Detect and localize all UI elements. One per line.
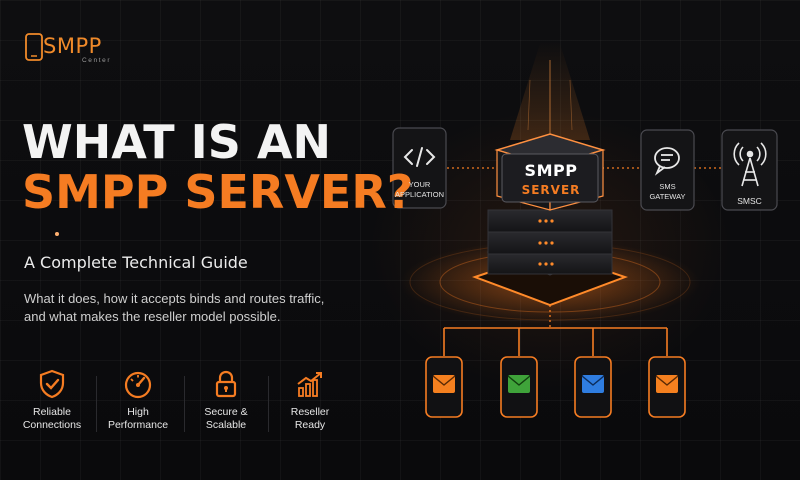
description: What it does, how it accepts binds and r… [24, 290, 324, 326]
server-stack [471, 133, 629, 307]
gateway-label: SMS GATEWAY [641, 182, 694, 202]
gateway-label-line: GATEWAY [649, 192, 686, 201]
feature-divider [268, 376, 269, 432]
gateway-label-line: SMS [659, 182, 676, 191]
gateway-box [640, 129, 695, 211]
description-line: and what makes the reseller model possib… [24, 309, 281, 324]
signal-tower-icon [733, 142, 767, 187]
server-unit [487, 253, 613, 275]
logo-phone-icon [25, 33, 43, 61]
code-brackets-icon [403, 147, 436, 167]
feature-reseller: Reseller Ready [266, 368, 354, 432]
phone-device [500, 356, 538, 418]
feature-label: Reseller [290, 406, 330, 418]
server-subtitle: SERVER [521, 183, 581, 197]
envelope-icon [433, 375, 455, 393]
description-line: What it does, how it accepts binds and r… [24, 291, 325, 306]
phone-device [648, 356, 686, 418]
feature-label: Performance [107, 419, 169, 431]
feature-label: Secure & [204, 406, 248, 418]
envelope-icon [656, 375, 678, 393]
headline-line-1: WHAT IS AN [22, 115, 332, 169]
subtitle: A Complete Technical Guide [24, 253, 248, 272]
app-label-line: YOUR [408, 180, 431, 189]
envelope-icon [508, 375, 530, 393]
envelope-icon [582, 375, 604, 393]
feature-reliable: Reliable Connections [8, 368, 96, 432]
feature-label: Reliable [33, 406, 71, 418]
padlock-icon [215, 370, 237, 398]
smsc-box [721, 129, 778, 211]
feature-label: High [127, 406, 149, 418]
title-divider [22, 232, 210, 236]
app-box [392, 127, 447, 209]
feature-performance: High Performance [94, 368, 182, 432]
logo-subtitle: Center [82, 57, 112, 64]
light-beam [510, 40, 590, 140]
shield-check-icon [39, 369, 65, 399]
speedometer-icon [124, 371, 152, 399]
server-unit [487, 231, 613, 255]
app-label: YOUR APPLICATION [393, 180, 446, 200]
distribution-lines [443, 327, 668, 356]
feature-secure: Secure & Scalable [182, 368, 270, 432]
server-top-cube [494, 133, 606, 211]
feature-label: Connections [22, 419, 82, 431]
connector-lines [447, 167, 722, 328]
server-title: SMPP [524, 161, 578, 180]
feature-divider [96, 376, 97, 432]
chat-bubble-icon [654, 147, 680, 176]
feature-divider [184, 376, 185, 432]
smsc-label: SMSC [737, 196, 762, 206]
headline-line-2: SMPP SERVER? [22, 165, 414, 219]
feature-label: Ready [294, 419, 326, 431]
feature-label: Scalable [205, 419, 247, 431]
phone-device [425, 356, 463, 418]
app-label-line: APPLICATION [394, 190, 445, 199]
logo-name: SMPP [43, 34, 102, 58]
growth-chart-icon [297, 372, 322, 397]
phone-device [574, 356, 612, 418]
server-unit [487, 209, 613, 233]
